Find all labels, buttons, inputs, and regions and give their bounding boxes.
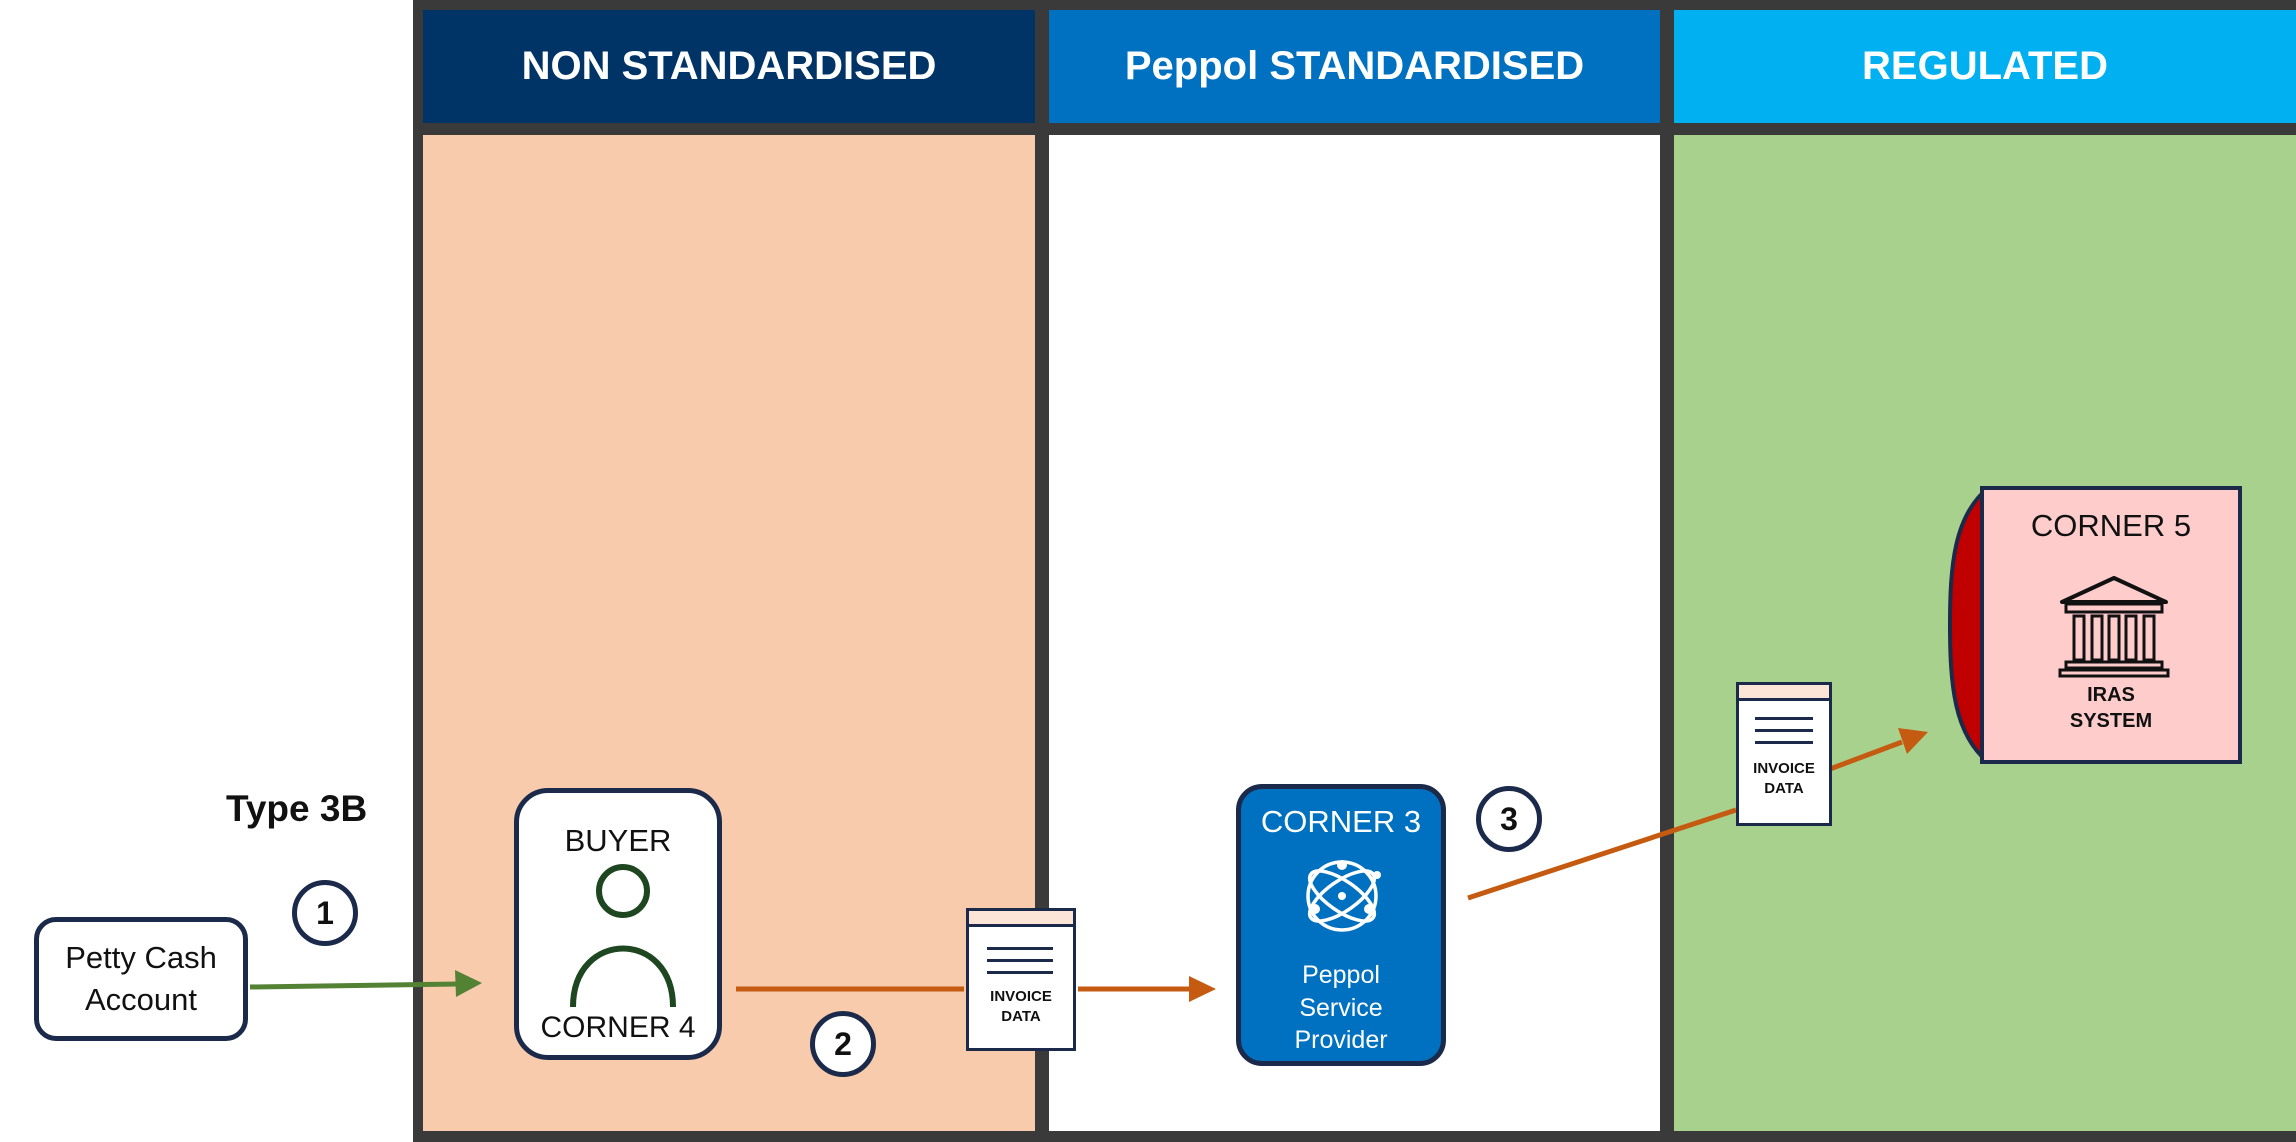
document-icon [1739, 685, 1829, 701]
arrow-petty-to-buyer [249, 981, 459, 990]
corner3-sub-line2: Service [1299, 993, 1383, 1022]
type-label: Type 3B [226, 788, 368, 829]
network-globe-icon [1306, 860, 1381, 932]
corner3-subtitle: Peppol Service Provider [1241, 959, 1441, 1057]
buyer-corner-label: CORNER 4 [540, 1011, 696, 1044]
step-circle-2: 2 [810, 1011, 876, 1077]
buyer-title: BUYER [564, 823, 672, 858]
arrow-invoice-to-corner3-head [1189, 976, 1216, 1002]
petty-cash-line2: Account [84, 982, 197, 1017]
arrow-petty-to-buyer-head [455, 970, 482, 997]
corner5-box: CORNER 5 IRAS SYSTEM [1980, 486, 2242, 764]
document-line-2 [987, 959, 1053, 962]
petty-cash-line1: Petty Cash [65, 940, 217, 976]
column-header-non-standardised: NON STANDARDISED [423, 10, 1035, 123]
step-circle-3: 3 [1476, 786, 1542, 852]
corner3-title: CORNER 3 [1260, 804, 1422, 839]
shield-icon [1947, 486, 1990, 764]
corner5-system-label: IRAS SYSTEM [1984, 682, 2238, 734]
document-line-1 [1755, 717, 1813, 720]
buyer-corner4-box: BUYER CORNER 4 [514, 788, 722, 1060]
document-icon [969, 911, 1073, 927]
government-building-icon [2058, 576, 2170, 678]
invoice-document-2: INVOICE DATA [1736, 682, 1832, 826]
step-circle-1: 1 [292, 880, 358, 946]
corner5-sys-line1: IRAS [2087, 684, 2135, 706]
document-line-3 [987, 971, 1053, 974]
invoice-document-1: INVOICE DATA [966, 908, 1076, 1051]
column-header-regulated: REGULATED [1674, 10, 2296, 123]
person-icon [570, 864, 676, 1008]
document-line-3 [1755, 741, 1813, 744]
arrow-corner3-to-invoice [1467, 807, 1737, 901]
corner3-sub-line3: Provider [1294, 1026, 1388, 1054]
corner3-box: CORNER 3 Peppol Service Provider [1236, 784, 1446, 1066]
petty-cash-account-box: Petty Cash Account [34, 917, 248, 1041]
document-label-1: INVOICE DATA [990, 988, 1052, 1025]
document-label-2: INVOICE DATA [1753, 760, 1815, 797]
column-header-peppol-standardised: Peppol STANDARDISED [1049, 10, 1660, 123]
corner3-sub-line1: Peppol [1302, 961, 1380, 989]
corner5-title: CORNER 5 [2030, 508, 2192, 543]
corner5-sys-line2: SYSTEM [2069, 710, 2153, 732]
document-line-2 [1755, 729, 1813, 732]
document-line-1 [987, 947, 1053, 950]
arrow-invoice-to-corner5-head [1898, 728, 1928, 754]
